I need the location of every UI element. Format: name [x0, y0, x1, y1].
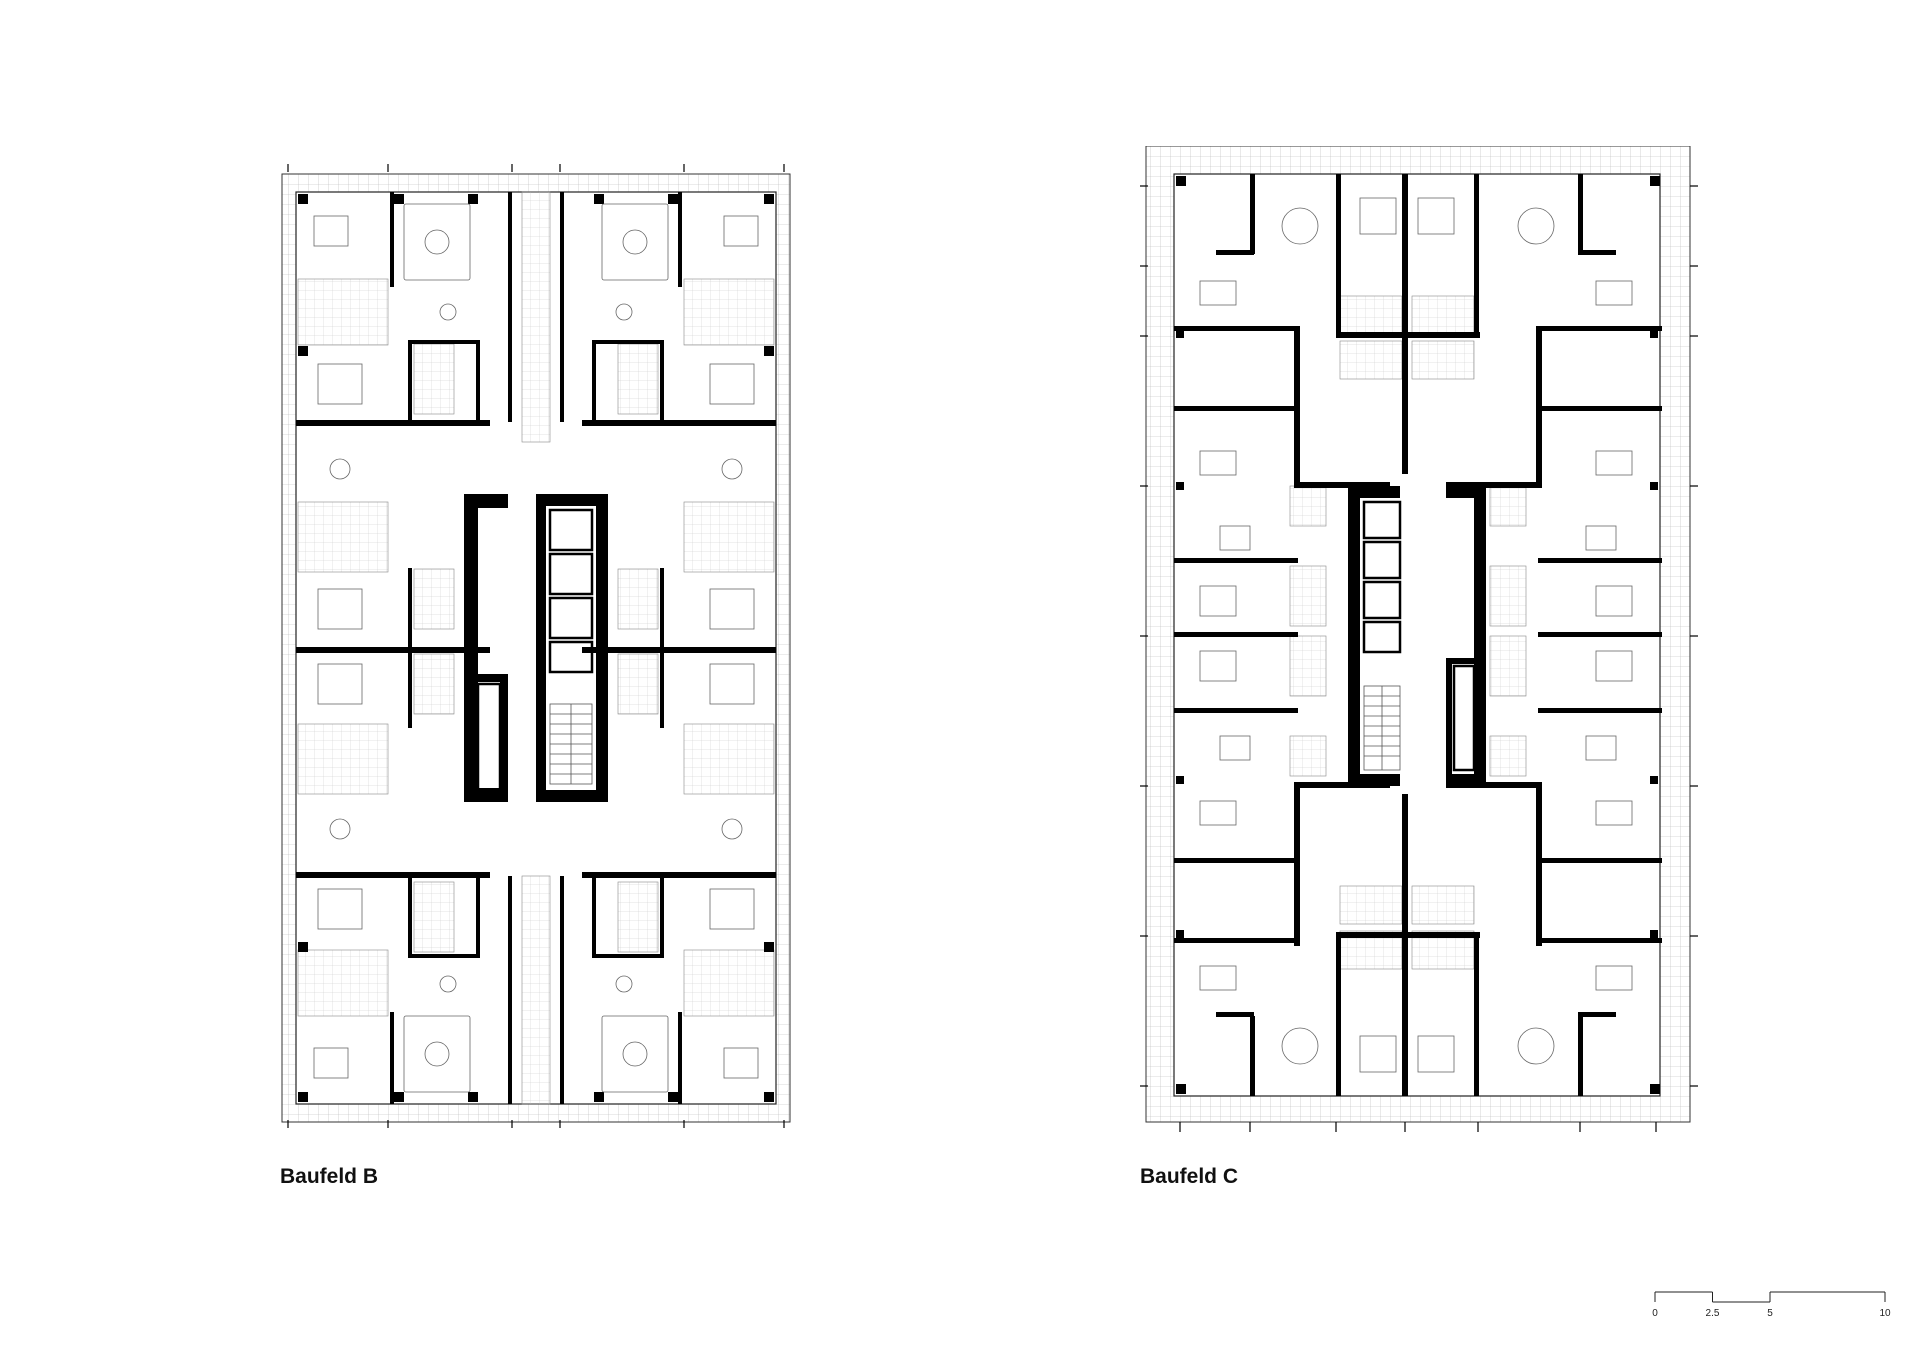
scale-bar-graphic	[1654, 1291, 1886, 1303]
axis-ticks-c	[1140, 185, 1698, 1132]
scale-tick-label: 5	[1767, 1308, 1773, 1319]
furniture-c	[1199, 197, 1633, 1073]
plan-label-baufeld-c: Baufeld C	[1140, 1165, 1239, 1188]
stair-b	[549, 703, 593, 785]
walls-c	[1174, 174, 1662, 1096]
scale-bar: 0 2.5 5 10	[1652, 1290, 1891, 1319]
plan-label-baufeld-b: Baufeld B	[280, 1165, 379, 1188]
axis-ticks-b	[287, 164, 785, 1128]
floor-plan-c-drawing	[1140, 146, 1698, 1132]
walls-b	[296, 192, 776, 1104]
loggia-zones-b	[297, 191, 775, 1105]
floor-plan-baufeld-b	[278, 164, 798, 1128]
floor-plan-b-drawing	[281, 164, 791, 1128]
floor-plan-baufeld-c	[1140, 146, 1700, 1136]
scale-tick-label: 10	[1879, 1308, 1891, 1319]
scale-tick-label: 2.5	[1705, 1308, 1720, 1319]
core-detail-b	[476, 508, 594, 794]
stair-c	[1363, 685, 1401, 771]
furniture-b	[313, 203, 759, 1093]
core-detail-c	[1362, 500, 1476, 772]
scale-tick-label: 0	[1652, 1308, 1658, 1319]
